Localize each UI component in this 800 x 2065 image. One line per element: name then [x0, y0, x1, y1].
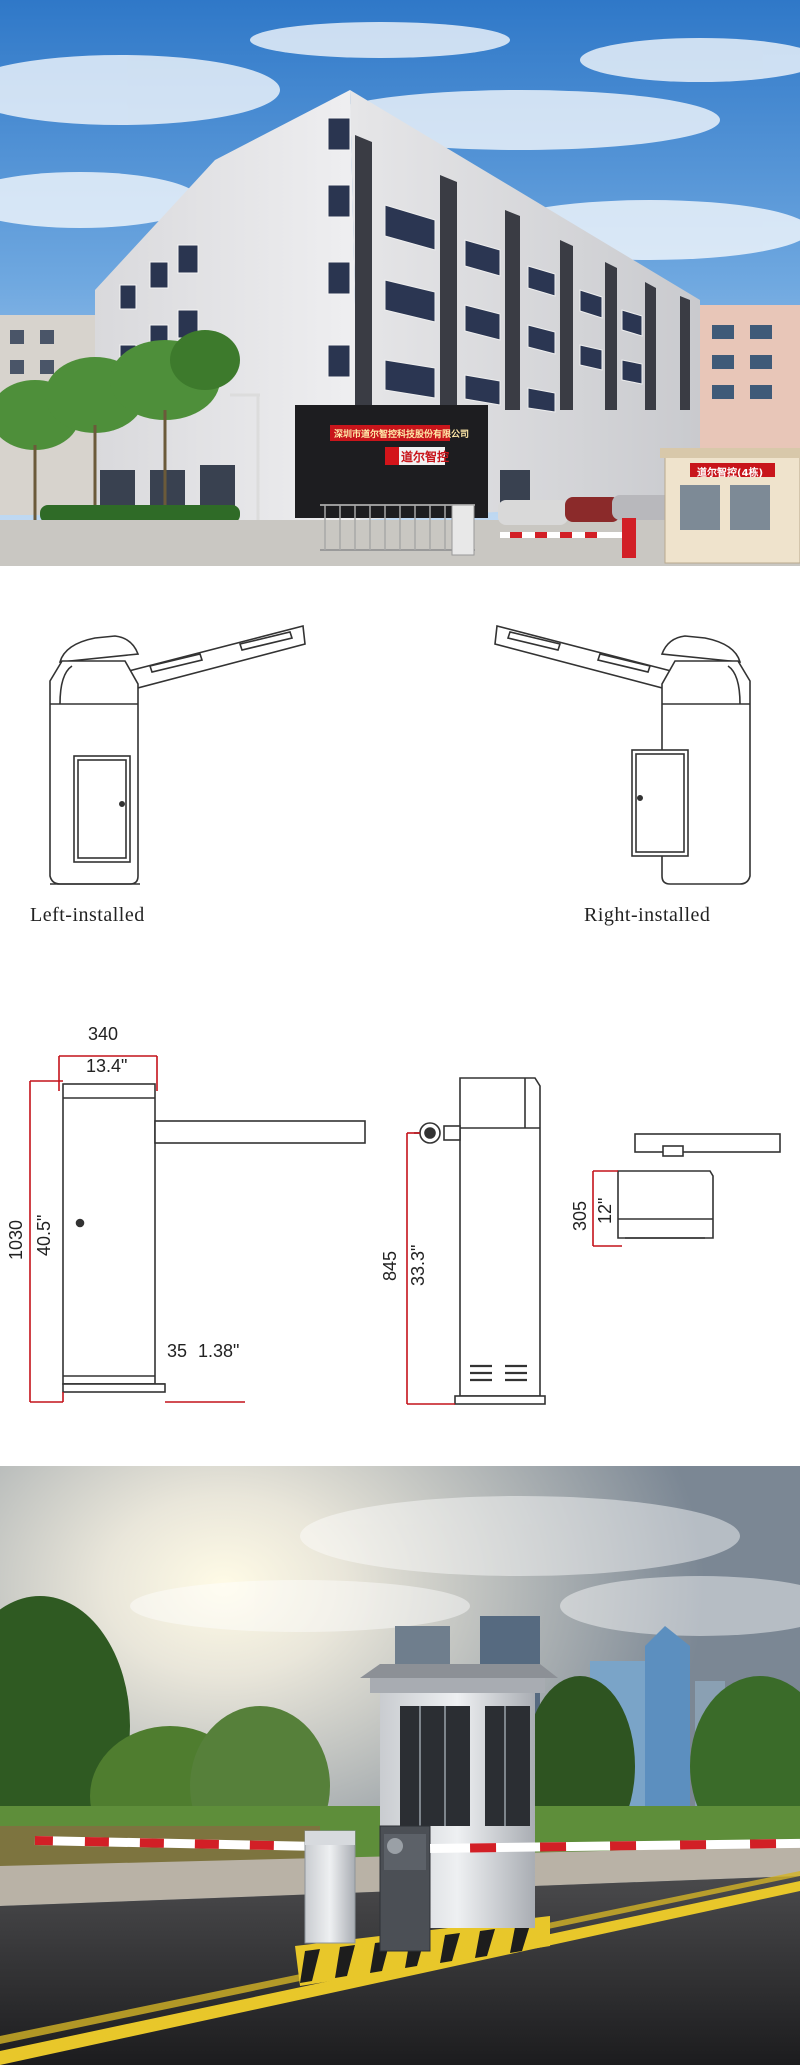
factory-illustration [0, 0, 800, 566]
dimension-drawing: 340 13.4" 1030 40.5" 35 1.38" 845 33.3" … [0, 986, 800, 1466]
base-mm-label: 35 [167, 1341, 188, 1361]
front-view [62, 1083, 366, 1393]
depth-in-label: 12" [595, 1197, 615, 1224]
building-sign-red [330, 425, 450, 441]
top-view-dimension-lines [592, 1170, 622, 1247]
width-in-label: 13.4" [86, 1056, 128, 1076]
guard-house-sign [690, 463, 775, 477]
building-sign-top-text: 深圳市道尔智控科技股份有限公司 [334, 430, 470, 440]
guard-house-sign-text: 道尔智控(4栋) [697, 468, 764, 479]
height-in-label: 40.5" [34, 1214, 54, 1256]
installation-drawing [49, 624, 751, 885]
street-illustration [0, 1466, 800, 2065]
top-view [617, 1133, 781, 1239]
side-view [414, 1077, 546, 1405]
building-sign-brand-text: 道尔智控 [401, 450, 450, 464]
right-installed-barrier [494, 624, 751, 885]
front-view-dimension-lines [29, 1055, 245, 1403]
height-mm-label: 1030 [6, 1219, 26, 1260]
width-mm-label: 340 [88, 1024, 119, 1044]
left-installed-barrier [49, 624, 306, 885]
depth-mm-label: 305 [570, 1200, 590, 1231]
arm-height-mm-label: 845 [380, 1250, 400, 1281]
parking-barrier-scene-photo [0, 1466, 800, 2065]
arm-height-in-label: 33.3" [408, 1244, 428, 1286]
dimension-drawing-svg [29, 1055, 781, 1405]
factory-building-photo: 深圳市道尔智控科技股份有限公司 道尔智控 道尔智控(4栋) [0, 0, 800, 566]
right-installed-label: Right-installed [584, 904, 711, 926]
installation-orientation-diagram: Left-installed Right-installed [0, 566, 800, 986]
base-in-label: 1.38" [198, 1341, 240, 1361]
left-installed-label: Left-installed [30, 904, 145, 926]
side-view-dimension-lines [406, 1132, 455, 1405]
